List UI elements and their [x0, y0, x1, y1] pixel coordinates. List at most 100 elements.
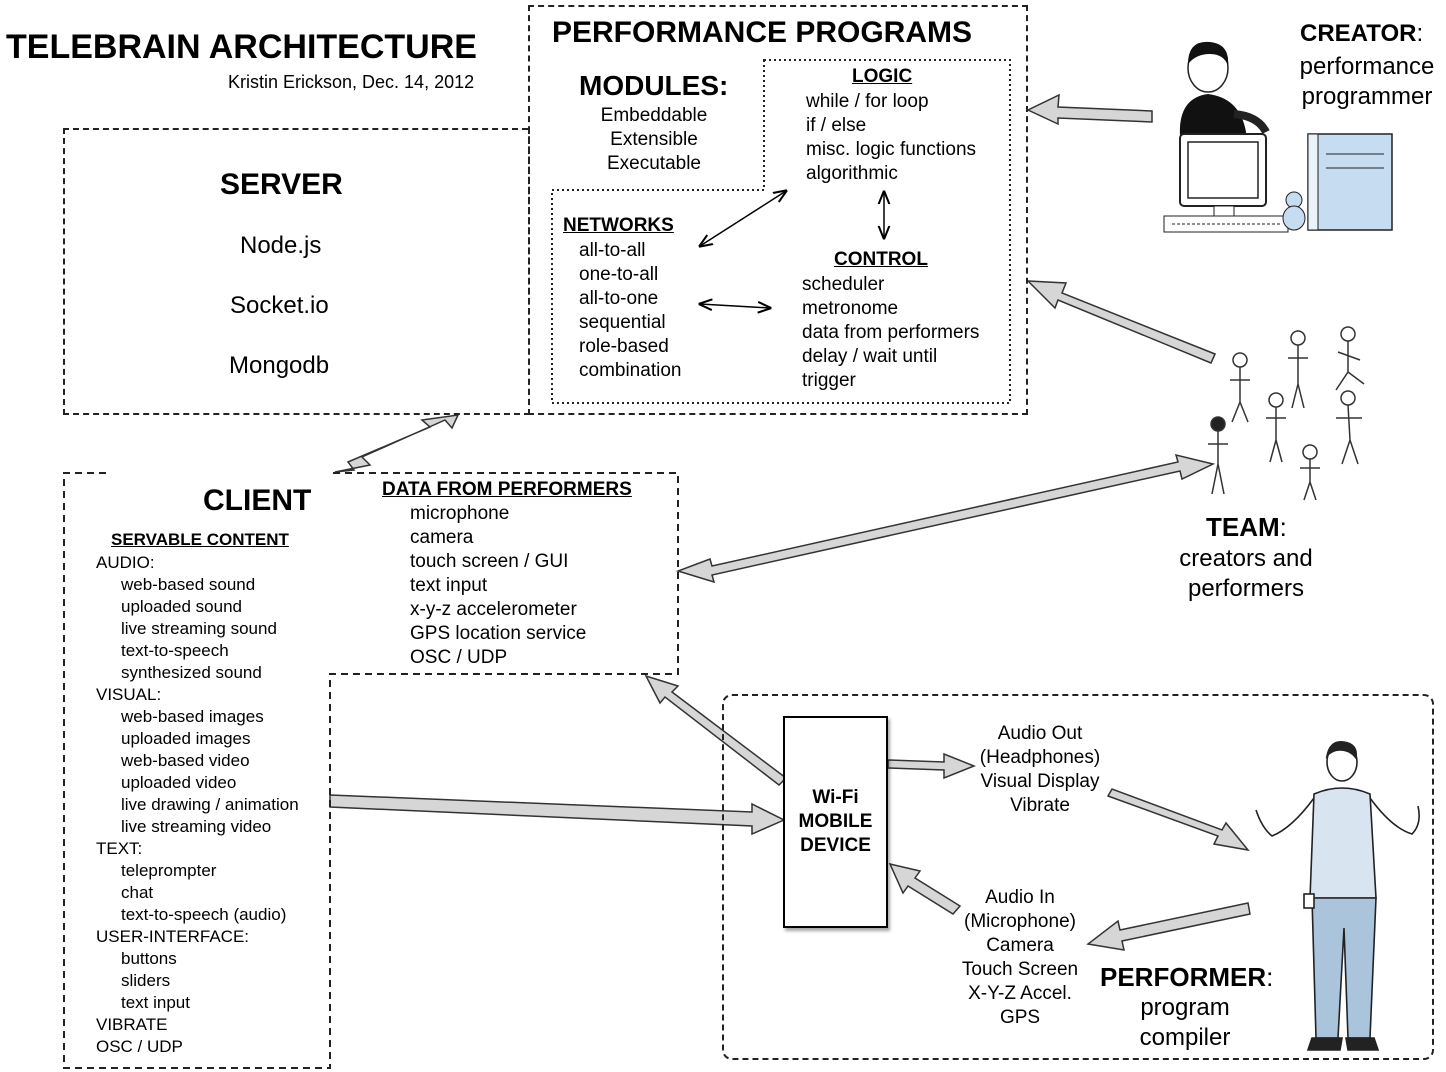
network-item: one-to-all — [579, 264, 659, 285]
modules-list: Embeddable Extensible Executable — [580, 104, 728, 176]
content-group: VIBRATE — [96, 1015, 168, 1034]
module-item: Executable — [606, 153, 701, 174]
input-item: (Microphone) — [964, 911, 1076, 932]
creator-illustration — [1163, 41, 1393, 233]
content-item: uploaded images — [121, 729, 251, 748]
outputs-to-performer-arrow — [1106, 788, 1250, 852]
content-group: TEXT: — [96, 839, 143, 858]
diagram-title: TELEBRAIN ARCHITECTURE — [6, 28, 477, 66]
performance-programs-box — [528, 5, 1028, 415]
content-item: teleprompter — [121, 861, 217, 880]
network-item: sequential — [579, 312, 666, 333]
data-from-performers-list: microphone camera touch screen / GUI tex… — [410, 502, 586, 670]
data-item: text input — [410, 575, 488, 596]
network-item: role-based — [579, 336, 669, 357]
servable-content-heading: SERVABLE CONTENT — [111, 530, 289, 549]
content-group: VISUAL: — [96, 685, 162, 704]
content-item: text-to-speech (audio) — [121, 905, 287, 924]
device-outputs-list: Audio Out (Headphones) Visual Display Vi… — [970, 722, 1110, 818]
networks-heading: NETWORKS — [563, 215, 674, 236]
input-item: GPS — [999, 1007, 1041, 1028]
device-inputs-list: Audio In (Microphone) Camera Touch Scree… — [950, 886, 1090, 1030]
server-item: Node.js — [240, 232, 322, 259]
inputs-to-device-arrow — [888, 862, 962, 915]
networks-list: all-to-all one-to-all all-to-one sequent… — [579, 239, 681, 383]
content-group: AUDIO: — [96, 553, 155, 572]
device-to-data-arrow — [644, 674, 788, 786]
input-item: Camera — [986, 935, 1054, 956]
server-item: Mongodb — [229, 352, 330, 379]
performer-description: program compiler — [1139, 994, 1231, 1051]
content-item: buttons — [121, 949, 177, 968]
performer-role: PERFORMER: — [1100, 962, 1274, 992]
team-role: TEAM: — [1206, 512, 1287, 542]
control-item: trigger — [802, 370, 856, 391]
creator-role: CREATOR: — [1300, 20, 1424, 47]
content-item: chat — [121, 883, 154, 902]
control-item: delay / wait until — [802, 346, 938, 367]
performance-heading: PERFORMANCE PROGRAMS — [552, 16, 973, 49]
client-to-device-arrow — [329, 794, 786, 836]
network-item: all-to-one — [579, 288, 659, 309]
module-item: Extensible — [610, 129, 698, 150]
content-item: uploaded video — [121, 773, 237, 792]
content-item: uploaded sound — [121, 597, 243, 616]
control-item: data from performers — [802, 322, 980, 343]
performer-illustration — [1255, 740, 1420, 1051]
content-item: text input — [121, 993, 190, 1012]
server-item: Socket.io — [230, 292, 329, 319]
data-from-performers-heading: DATA FROM PERFORMERS — [382, 479, 632, 500]
content-item: web-based images — [121, 707, 264, 726]
team-data-arrow — [675, 453, 1216, 584]
content-item: live streaming sound — [121, 619, 277, 638]
device-to-outputs-arrow — [887, 752, 977, 780]
output-item: Visual Display — [980, 771, 1100, 792]
content-group: USER-INTERFACE: — [96, 927, 250, 946]
creator-to-logic-arrow — [1026, 93, 1153, 126]
module-item: Embeddable — [600, 105, 708, 126]
content-item: web-based sound — [121, 575, 256, 594]
control-heading: CONTROL — [834, 249, 928, 270]
logic-networks-link — [700, 191, 786, 246]
logic-item: algorithmic — [806, 163, 898, 184]
team-illustration — [1208, 326, 1365, 501]
byline: Kristin Erickson, Dec. 14, 2012 — [228, 72, 475, 92]
creator-description: performance programmer — [1299, 53, 1435, 110]
mobile-device: Wi-Fi MOBILE DEVICE — [783, 716, 888, 928]
content-item: text-to-speech — [121, 641, 229, 660]
content-item: live drawing / animation — [121, 795, 299, 814]
logic-item: while / for loop — [806, 91, 929, 112]
control-list: scheduler metronome data from performers… — [802, 273, 979, 393]
input-item: Touch Screen — [961, 959, 1079, 980]
team-to-control-arrow — [1026, 280, 1217, 364]
input-item: Audio In — [985, 887, 1055, 908]
server-heading: SERVER — [220, 168, 343, 201]
logic-list: while / for loop if / else misc. logic f… — [806, 90, 976, 186]
network-item: combination — [579, 360, 682, 381]
performer-to-inputs-arrow — [1086, 902, 1251, 951]
logic-item: misc. logic functions — [806, 139, 977, 160]
logic-item: if / else — [806, 115, 867, 136]
modules-heading: MODULES: — [579, 70, 729, 101]
logic-heading: LOGIC — [852, 66, 913, 87]
content-item: sliders — [121, 971, 171, 990]
server-client-arrow — [334, 414, 460, 473]
content-group: OSC / UDP — [96, 1037, 183, 1056]
performer-box — [722, 694, 1434, 1060]
network-item: all-to-all — [579, 240, 646, 261]
data-item: OSC / UDP — [410, 647, 508, 668]
data-item: x-y-z accelerometer — [410, 599, 577, 620]
networks-control-link — [700, 304, 770, 308]
control-item: metronome — [802, 298, 899, 319]
output-item: Vibrate — [1010, 795, 1070, 816]
team-description: creators and performers — [1179, 545, 1313, 602]
content-item: synthesized sound — [121, 663, 262, 682]
control-item: scheduler — [802, 274, 885, 295]
content-item: web-based video — [121, 751, 250, 770]
data-item: touch screen / GUI — [410, 551, 569, 572]
data-item: GPS location service — [410, 623, 587, 644]
servable-content-list: AUDIO: web-based sound uploaded sound li… — [96, 552, 299, 1058]
